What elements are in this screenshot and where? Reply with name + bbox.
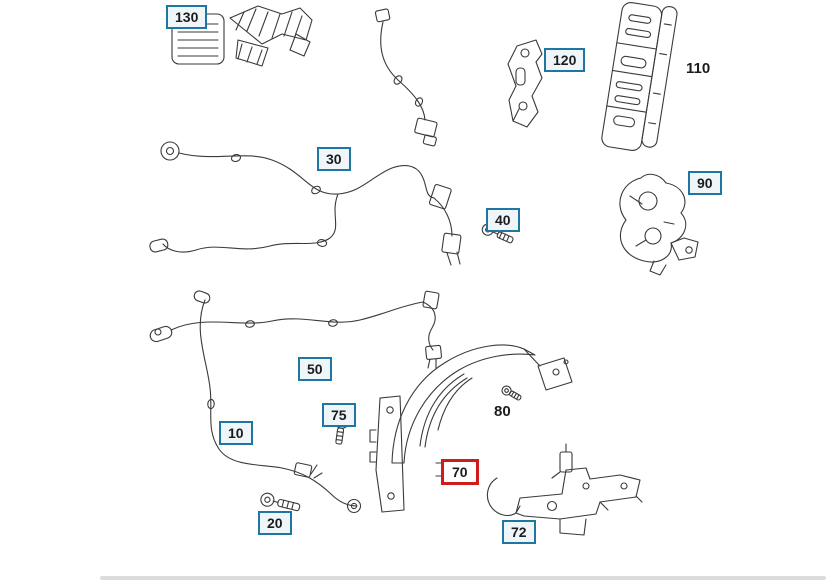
callout-50[interactable]: 50 xyxy=(298,357,332,381)
part-20-screw-art[interactable] xyxy=(260,492,301,514)
callout-90[interactable]: 90 xyxy=(688,171,722,195)
callout-40[interactable]: 40 xyxy=(486,208,520,232)
part-80-bolt-art[interactable] xyxy=(500,384,522,402)
callout-72[interactable]: 72 xyxy=(502,520,536,544)
callout-70-highlighted[interactable]: 70 xyxy=(441,459,479,485)
callout-80[interactable]: 80 xyxy=(494,403,511,420)
callout-120[interactable]: 120 xyxy=(544,48,586,72)
part-130-control-module-art[interactable] xyxy=(172,6,312,66)
horizontal-scrollbar[interactable] xyxy=(100,576,826,580)
part-10-wheel-speed-sensor-art[interactable] xyxy=(193,290,361,513)
part-72-bracket-art[interactable] xyxy=(487,444,642,535)
callout-110[interactable]: 110 xyxy=(686,60,711,77)
part-50-harness-art[interactable] xyxy=(149,291,442,368)
part-70-cover-art[interactable] xyxy=(370,345,572,512)
callout-75[interactable]: 75 xyxy=(322,403,356,427)
part-90-clamp-art[interactable] xyxy=(620,174,698,275)
part-front-sensor-cable-art[interactable] xyxy=(375,9,437,147)
callout-20[interactable]: 20 xyxy=(258,511,292,535)
callout-130[interactable]: 130 xyxy=(166,5,208,29)
callout-30[interactable]: 30 xyxy=(317,147,351,171)
part-30-wheel-speed-sensor-art[interactable] xyxy=(149,142,461,265)
part-120-bracket-art[interactable] xyxy=(508,40,542,127)
callout-10[interactable]: 10 xyxy=(219,421,253,445)
part-110-heat-shield-art[interactable] xyxy=(601,0,678,154)
